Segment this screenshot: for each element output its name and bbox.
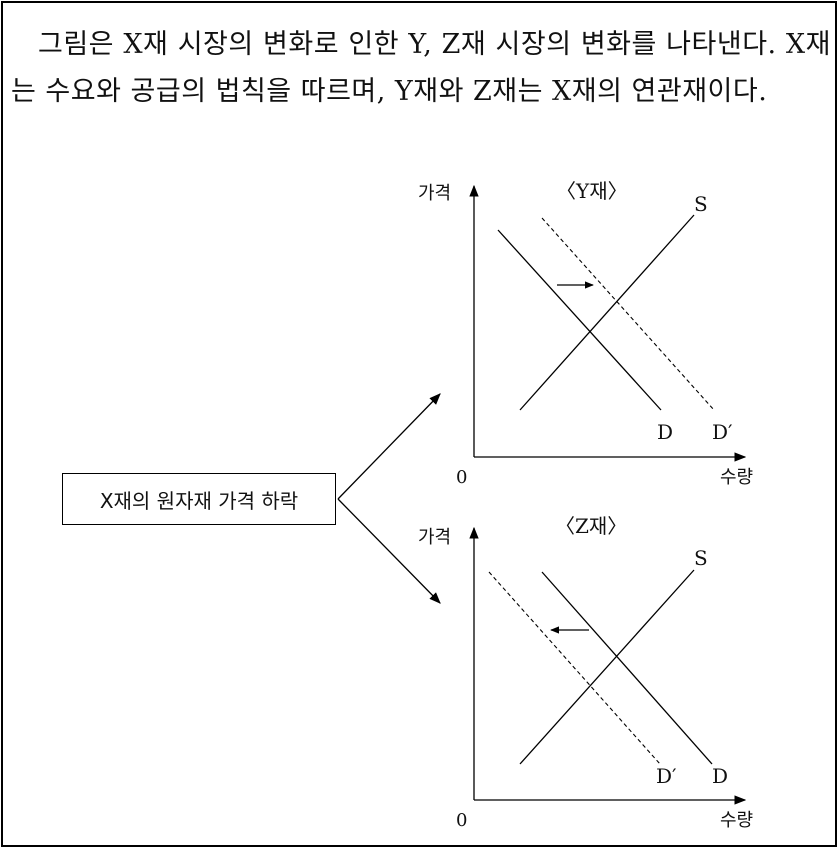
x-axis-label: 수량	[720, 810, 753, 831]
graph-title: 〈Y재〉	[556, 179, 628, 203]
supply-label: S	[694, 192, 708, 216]
y-axis-label: 가격	[418, 183, 451, 204]
supply-curve	[519, 569, 695, 765]
demand-curve	[541, 571, 713, 765]
cause-label: X재의 원자재 가격 하락	[99, 488, 299, 513]
supply-curve	[519, 214, 695, 411]
cause-box: X재의 원자재 가격 하락	[62, 473, 336, 525]
graph-z-market: 〈Z재〉 가격 수량 0 S D′ D	[418, 514, 753, 831]
intro-passage: 그림은 X재 시장의 변화로 인한 Y, Z재 시장의 변화를 나타낸다. X재…	[11, 21, 831, 115]
x-axis-label: 수량	[720, 467, 753, 488]
cause-arrows	[337, 393, 441, 604]
y-axis-label: 가격	[418, 527, 451, 548]
demand-label: D	[657, 420, 673, 444]
graph-y-market: 〈Y재〉 가격 수량 0 S D D′	[418, 179, 753, 488]
arrow-to-y-market	[337, 393, 441, 500]
shifted-demand-curve	[488, 571, 661, 765]
demand-label: D	[712, 764, 728, 788]
demand-curve	[497, 229, 662, 411]
graph-title: 〈Z재〉	[555, 514, 627, 538]
intro-text: 그림은 X재 시장의 변화로 인한 Y, Z재 시장의 변화를 나타낸다. X재…	[11, 29, 831, 107]
supply-label: S	[694, 546, 708, 570]
origin-label: 0	[456, 467, 467, 488]
shifted-demand-curve	[541, 217, 715, 411]
arrow-to-z-market	[337, 498, 441, 604]
origin-label: 0	[456, 810, 467, 831]
shifted-demand-label: D′	[656, 764, 677, 788]
shifted-demand-label: D′	[712, 420, 733, 444]
